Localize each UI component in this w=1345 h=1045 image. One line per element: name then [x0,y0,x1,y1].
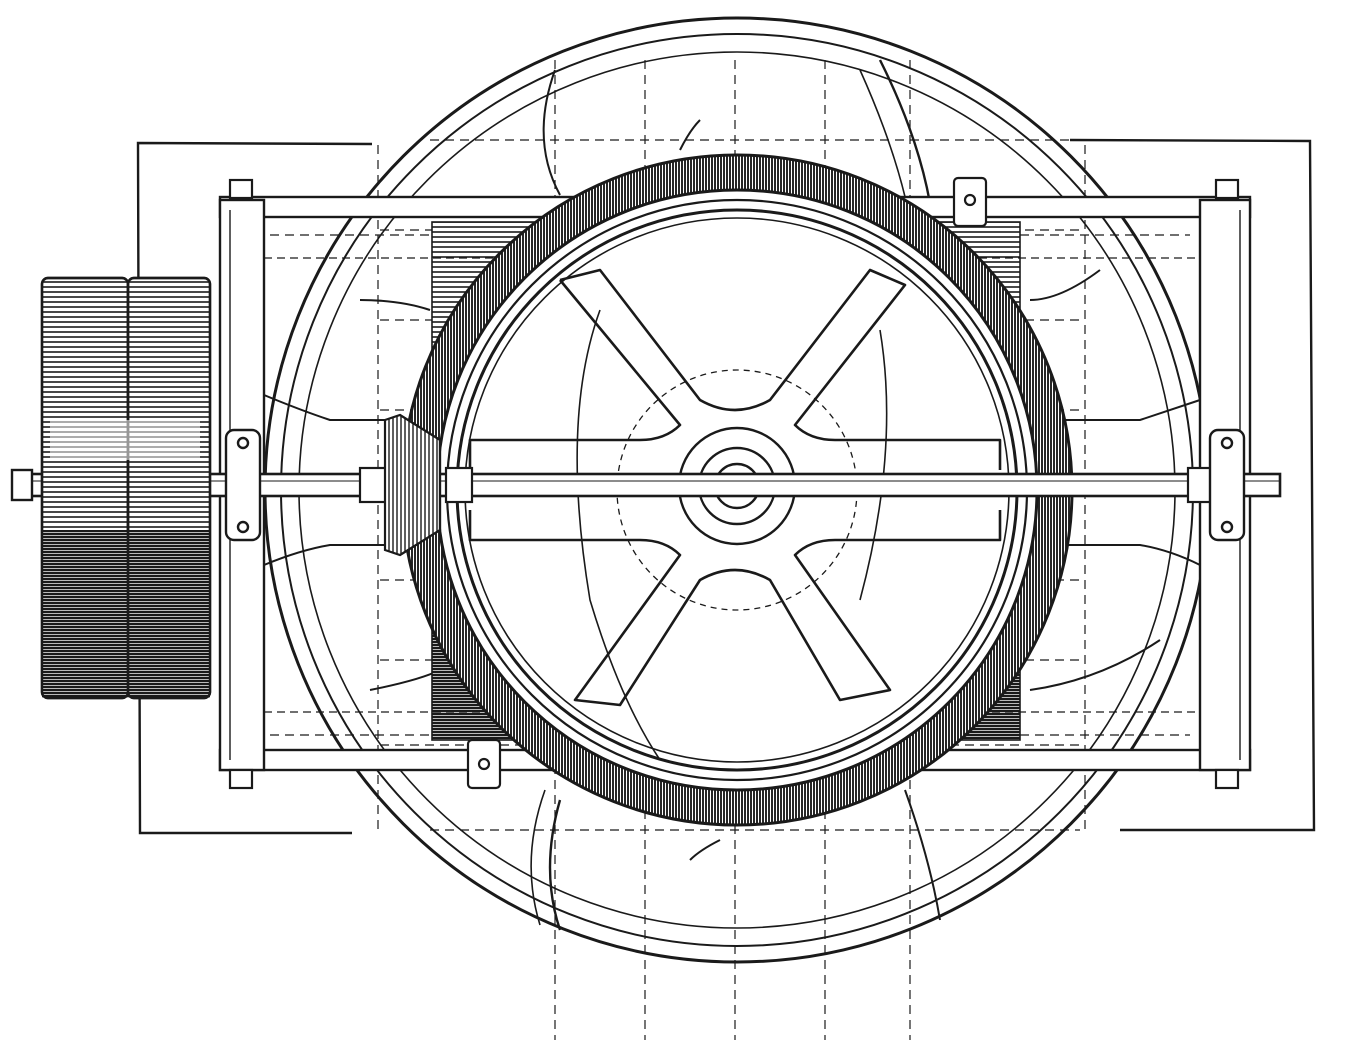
spoked-inner-wheel [468,268,1002,761]
bearing-block-right [1208,428,1246,542]
pinion-gear [383,413,442,557]
bearing-block-left [224,428,262,542]
corner-bolt [228,176,1240,790]
drive-pulley [40,276,212,700]
